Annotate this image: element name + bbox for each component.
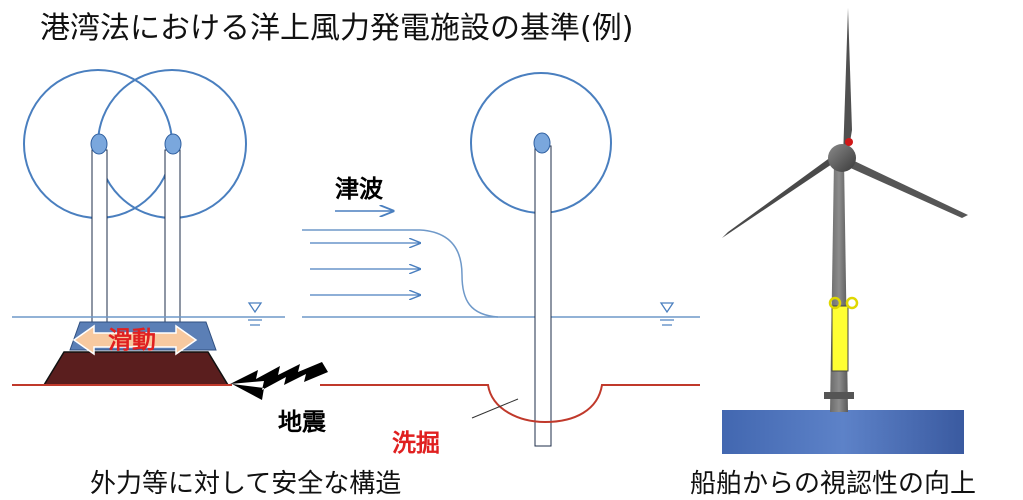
sliding-label: 滑動 xyxy=(108,326,156,354)
caption-right: 船舶からの視認性の向上 xyxy=(690,469,976,499)
tower-right xyxy=(164,149,181,323)
caption-left: 外力等に対して安全な構造 xyxy=(90,469,401,499)
light-ring-right xyxy=(845,296,859,310)
hub-right xyxy=(164,133,182,155)
visibility-turbine-figure xyxy=(722,8,968,454)
gravity-foundation-figure: 滑動 xyxy=(12,69,285,386)
tsunami-figure: 津波 洗掘 xyxy=(247,72,700,457)
blade-up xyxy=(843,8,852,160)
tsunami-label: 津波 xyxy=(335,175,384,203)
tower-left xyxy=(91,149,108,323)
earthquake-figure: 地震 xyxy=(230,362,328,436)
page-title: 港湾法における洋上風力発電施設の基準(例) xyxy=(40,11,633,46)
blade-right xyxy=(846,158,968,218)
hub-left xyxy=(90,133,108,155)
foundation-platform xyxy=(722,410,964,454)
monopile-tower xyxy=(534,145,552,447)
water-level-icon-right xyxy=(659,302,675,314)
scour-leader-line xyxy=(471,398,519,419)
earthquake-icon xyxy=(230,362,328,400)
earthquake-label: 地震 xyxy=(278,408,327,436)
water-level-icon-left xyxy=(247,302,263,314)
seabed-scour xyxy=(320,384,700,424)
hub-monopile xyxy=(533,132,551,154)
yellow-tower-section xyxy=(831,305,849,372)
turbine-hub xyxy=(828,144,856,172)
aviation-warning-light xyxy=(845,138,853,146)
scour-label: 洗掘 xyxy=(392,429,440,457)
sliding-arrow xyxy=(72,324,198,356)
tsunami-wave xyxy=(302,229,499,318)
rubble-mound xyxy=(42,351,230,386)
turbine-tower xyxy=(830,160,848,412)
light-ring-left xyxy=(828,296,842,310)
tower-flange xyxy=(824,392,854,399)
blade-left xyxy=(722,154,838,238)
